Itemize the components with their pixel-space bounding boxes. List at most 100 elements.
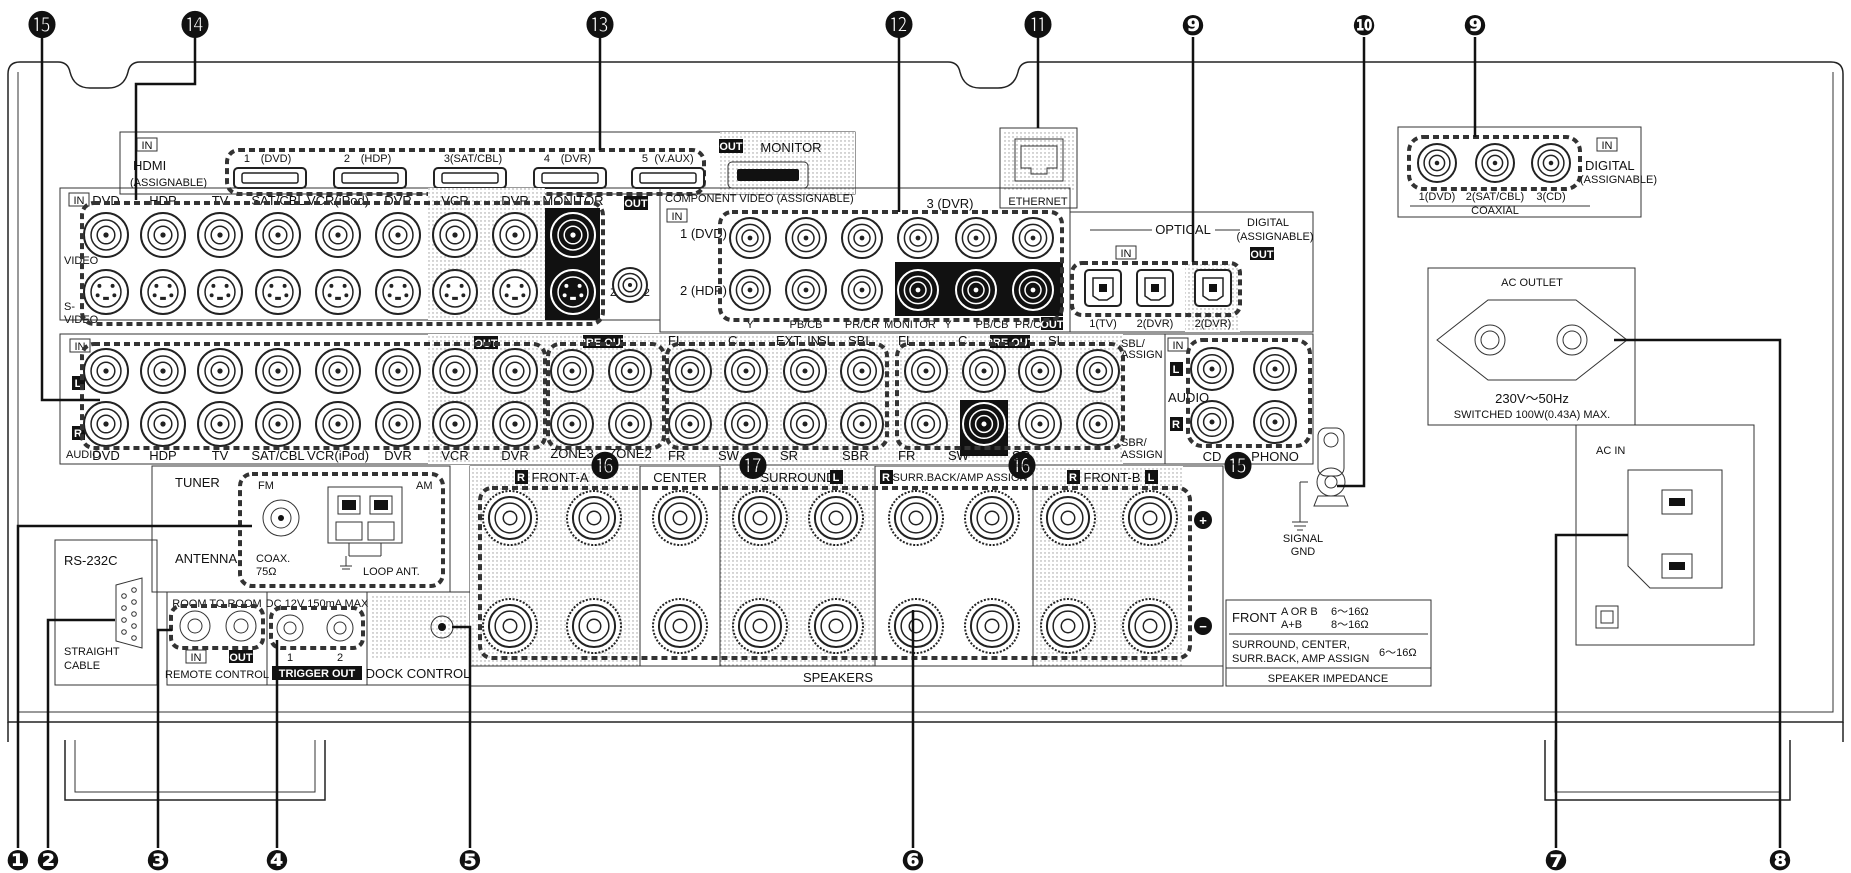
zone-preout-top-jack-1[interactable] xyxy=(550,349,594,393)
speaker-minus-terminal-5[interactable] xyxy=(808,598,864,654)
ext-in-top-jack-2[interactable] xyxy=(724,349,768,393)
speaker-minus-terminal-4[interactable] xyxy=(732,598,788,654)
svideo-jack-7[interactable] xyxy=(432,269,478,315)
audio-l-jack-4[interactable] xyxy=(255,348,301,394)
hdmi-input-port-3[interactable] xyxy=(433,167,507,189)
svideo-jack-9[interactable] xyxy=(550,269,596,315)
svideo-jack-6[interactable] xyxy=(375,269,421,315)
composite-video-jack-5[interactable] xyxy=(315,212,361,258)
zone-preout-bottom-jack-2[interactable] xyxy=(608,402,652,446)
ext-in-top-jack-1[interactable] xyxy=(668,349,712,393)
optical-port-2[interactable] xyxy=(1136,269,1174,307)
ext-in-bottom-jack-3[interactable] xyxy=(783,402,827,446)
speaker-minus-terminal-8[interactable] xyxy=(1040,598,1096,654)
component-2-jack-4[interactable] xyxy=(897,269,939,311)
speaker-plus-terminal-5[interactable] xyxy=(808,490,864,546)
audio-r-jack-4[interactable] xyxy=(255,401,301,447)
speaker-plus-terminal-3[interactable] xyxy=(652,490,708,546)
audio-r-jack-2[interactable] xyxy=(140,401,186,447)
preout-bottom-jack-4[interactable] xyxy=(1076,402,1120,446)
zone-preout-bottom-jack-1[interactable] xyxy=(550,402,594,446)
preout-top-jack-1[interactable] xyxy=(904,349,948,393)
rs232c-port[interactable] xyxy=(115,577,143,649)
remote-in-jack[interactable] xyxy=(179,610,211,642)
speaker-plus-terminal-6[interactable] xyxy=(888,490,944,546)
fm-antenna-jack[interactable] xyxy=(262,499,300,537)
composite-video-jack-2[interactable] xyxy=(140,212,186,258)
trigger-out-2-jack[interactable] xyxy=(326,614,354,642)
zone-preout-top-jack-2[interactable] xyxy=(608,349,652,393)
hdmi-input-port-5[interactable] xyxy=(631,167,705,189)
remote-out-jack[interactable] xyxy=(225,610,257,642)
composite-video-jack-3[interactable] xyxy=(197,212,243,258)
hdmi-input-port-4[interactable] xyxy=(533,167,607,189)
audio-r-jack-8[interactable] xyxy=(492,401,538,447)
audio-l-jack-3[interactable] xyxy=(197,348,243,394)
audio-l-jack-8[interactable] xyxy=(492,348,538,394)
speaker-plus-terminal-9[interactable] xyxy=(1122,490,1178,546)
svideo-jack-3[interactable] xyxy=(197,269,243,315)
component-1-jack-4[interactable] xyxy=(897,217,939,259)
audio-l-jack-5[interactable] xyxy=(315,348,361,394)
composite-video-jack-1[interactable] xyxy=(83,212,129,258)
component-2-jack-1[interactable] xyxy=(729,269,771,311)
speaker-minus-terminal-7[interactable] xyxy=(964,598,1020,654)
composite-video-jack-6[interactable] xyxy=(375,212,421,258)
component-1-jack-1[interactable] xyxy=(729,217,771,259)
speaker-plus-terminal-4[interactable] xyxy=(732,490,788,546)
hdmi-input-port-1[interactable] xyxy=(233,167,307,189)
composite-video-jack-9[interactable] xyxy=(550,212,596,258)
component-2-jack-5[interactable] xyxy=(955,269,997,311)
preout-bottom-jack-2[interactable] xyxy=(962,402,1006,446)
component-1-jack-6[interactable] xyxy=(1012,217,1054,259)
ext-in-bottom-jack-2[interactable] xyxy=(724,402,768,446)
trigger-out-1-jack[interactable] xyxy=(276,614,304,642)
svideo-jack-2[interactable] xyxy=(140,269,186,315)
svideo-jack-8[interactable] xyxy=(492,269,538,315)
component-1-jack-2[interactable] xyxy=(785,217,827,259)
audio-r-jack-1[interactable] xyxy=(83,401,129,447)
ext-in-top-jack-3[interactable] xyxy=(783,349,827,393)
composite-video-jack-7[interactable] xyxy=(432,212,478,258)
audio-r-jack-7[interactable] xyxy=(432,401,478,447)
zone2-video-out-jack[interactable] xyxy=(612,267,648,303)
audio-l-jack-6[interactable] xyxy=(375,348,421,394)
ext-in-bottom-jack-4[interactable] xyxy=(840,402,884,446)
coaxial-jack-1[interactable] xyxy=(1417,143,1457,183)
speaker-plus-terminal-7[interactable] xyxy=(964,490,1020,546)
ac-outlet-socket[interactable] xyxy=(1436,299,1628,381)
speaker-minus-terminal-6[interactable] xyxy=(888,598,944,654)
hdmi-input-port-2[interactable] xyxy=(333,167,407,189)
preout-top-jack-3[interactable] xyxy=(1018,349,1062,393)
ext-in-top-jack-4[interactable] xyxy=(840,349,884,393)
audio-r-jack-5[interactable] xyxy=(315,401,361,447)
audio-r-jack-3[interactable] xyxy=(197,401,243,447)
speaker-minus-terminal-9[interactable] xyxy=(1122,598,1178,654)
ac-in-socket[interactable] xyxy=(1627,469,1723,589)
coaxial-jack-2[interactable] xyxy=(1475,143,1515,183)
component-1-jack-3[interactable] xyxy=(841,217,883,259)
am-antenna-terminal[interactable] xyxy=(327,486,403,544)
preout-bottom-jack-3[interactable] xyxy=(1018,402,1062,446)
svideo-jack-5[interactable] xyxy=(315,269,361,315)
component-2-jack-2[interactable] xyxy=(785,269,827,311)
svideo-jack-4[interactable] xyxy=(255,269,301,315)
speaker-minus-terminal-2[interactable] xyxy=(566,598,622,654)
audio-l-jack-2[interactable] xyxy=(140,348,186,394)
audio-l-jack-7[interactable] xyxy=(432,348,478,394)
svideo-jack-1[interactable] xyxy=(83,269,129,315)
speaker-minus-terminal-3[interactable] xyxy=(652,598,708,654)
coaxial-jack-3[interactable] xyxy=(1531,143,1571,183)
ext-in-bottom-jack-1[interactable] xyxy=(668,402,712,446)
component-2-jack-6[interactable] xyxy=(1012,269,1054,311)
audio-right-l-jack-2[interactable] xyxy=(1253,347,1297,391)
audio-right-r-jack-2[interactable] xyxy=(1253,400,1297,444)
speaker-plus-terminal-8[interactable] xyxy=(1040,490,1096,546)
optical-port-3[interactable] xyxy=(1194,269,1232,307)
speaker-plus-terminal-2[interactable] xyxy=(566,490,622,546)
audio-right-r-jack-1[interactable] xyxy=(1190,400,1234,444)
audio-l-jack-1[interactable] xyxy=(83,348,129,394)
composite-video-jack-4[interactable] xyxy=(255,212,301,258)
component-2-jack-3[interactable] xyxy=(841,269,883,311)
component-1-jack-5[interactable] xyxy=(955,217,997,259)
